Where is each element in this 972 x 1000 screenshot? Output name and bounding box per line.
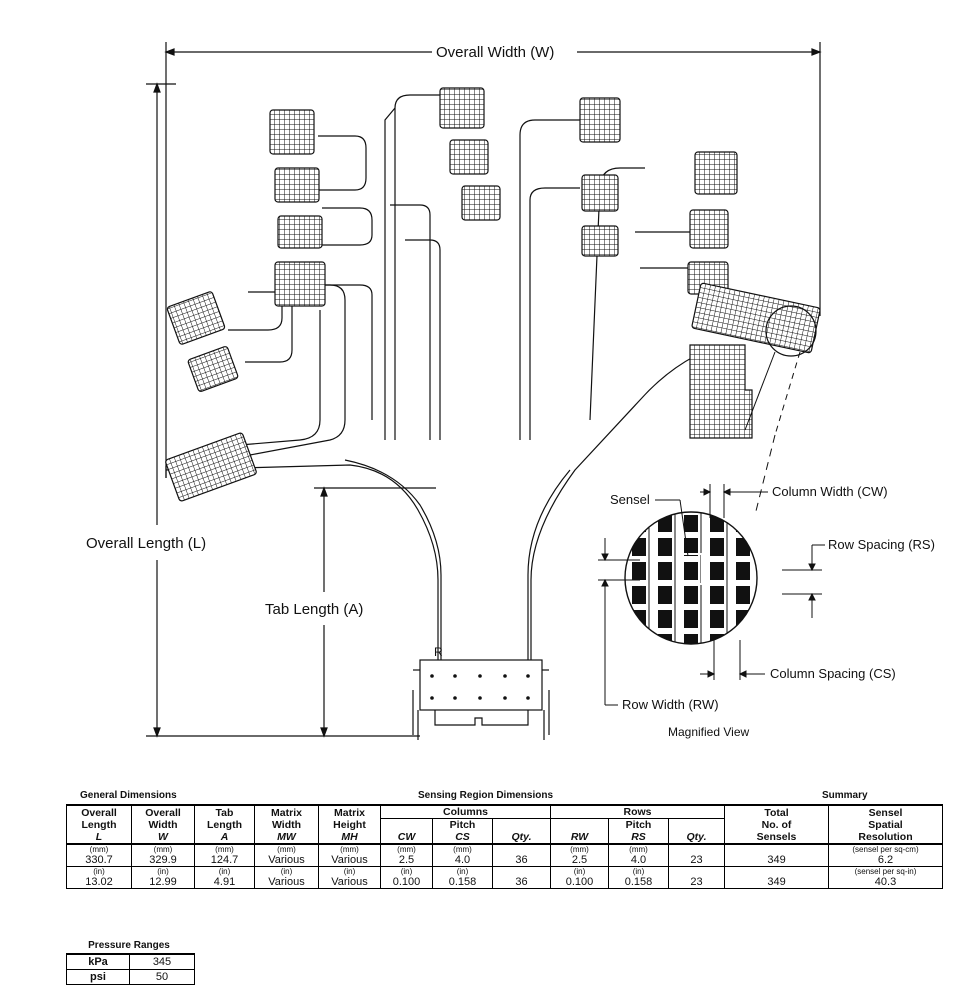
hdr-cw: CW [380, 818, 433, 845]
hdr-row-qty: Qty. [667, 818, 726, 845]
hdr-rw: RW [550, 818, 609, 845]
group-summary: Summary [822, 790, 868, 801]
hdr-rows: Rows [549, 804, 726, 819]
overall-length-label: Overall Length (L) [86, 535, 206, 552]
tab-length-label: Tab Length (A) [265, 601, 363, 618]
pressure-title: Pressure Ranges [88, 940, 170, 951]
connector-mark: R [434, 645, 443, 659]
pressure-table: kPa 345 psi 50 [66, 953, 195, 985]
group-sensing: Sensing Region Dimensions [418, 790, 554, 801]
table-row-in: (in)13.02 (in)12.99 (in)4.91 (in)Various… [66, 866, 944, 889]
column-width-label: Column Width (CW) [772, 484, 888, 499]
pressure-row-psi: psi 50 [66, 969, 195, 985]
pressure-row-kpa: kPa 345 [66, 953, 195, 970]
row-width-label: Row Width (RW) [622, 697, 719, 712]
sensor-diagram: Overall Width (W) Overall Length (L) Tab… [84, 42, 935, 740]
row-spacing-label: Row Spacing (RS) [828, 537, 935, 552]
table-row-mm: (mm)330.7 (mm)329.9 (mm)124.7 (mm)Variou… [66, 843, 944, 867]
group-general: General Dimensions [80, 790, 177, 801]
column-spacing-label: Column Spacing (CS) [770, 666, 896, 681]
sensel-label: Sensel [610, 492, 650, 507]
group-header-row: General Dimensions Sensing Region Dimens… [66, 788, 942, 804]
pressure-ranges: Pressure Ranges kPa 345 psi 50 [66, 940, 195, 985]
overall-width-label: Overall Width (W) [436, 44, 554, 61]
hdr-col-qty: Qty. [492, 818, 551, 845]
magnified-view-label: Magnified View [668, 725, 749, 739]
hdr-columns: Columns [380, 804, 551, 819]
dimensions-table-block: General Dimensions Sensing Region Dimens… [66, 788, 944, 889]
